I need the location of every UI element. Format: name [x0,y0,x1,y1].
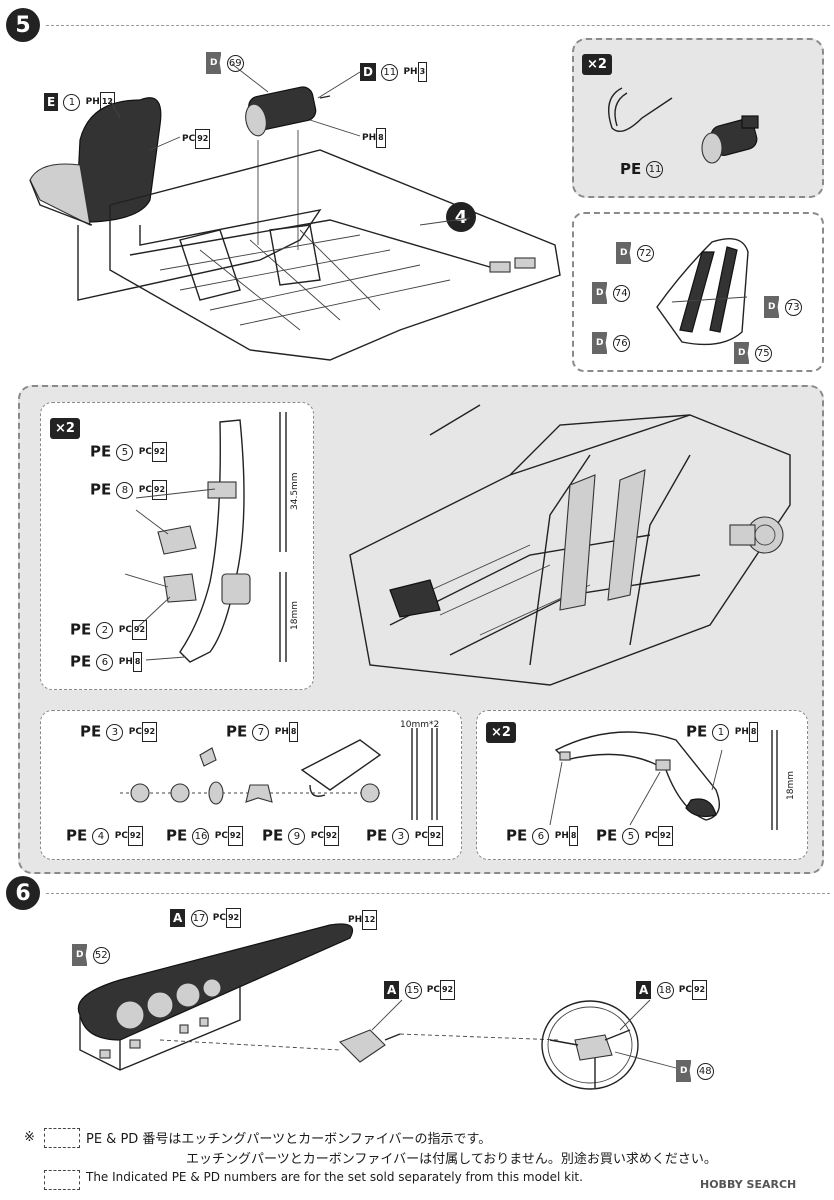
dashboard-wheel-drawing [77,923,677,1090]
seat-decal-73: D 73 [764,296,802,318]
buckle-dim: 10mm*2 [400,720,440,730]
footer-placeholder-box-1 [44,1128,80,1148]
wheel-decal-label: D 48 [676,1060,714,1082]
harness-drawing [124,412,287,663]
extinguisher-decal-label: D 69 [206,52,244,74]
footer-jp-line-2: エッチングパーツとカーボンファイバーは付属しておりません。別途お買い求めください… [186,1152,717,1167]
seat-decal-72: D 72 [616,242,654,264]
seat-decal-76: D 76 [592,332,630,354]
dash-decal-label: D 52 [72,944,110,966]
lap-belt-subpanel [476,710,808,860]
harness-badge: ×2 [50,418,80,439]
footer-en-line: The Indicated PE & PD numbers are for th… [86,1170,583,1184]
step-6-number: 6 [6,876,40,910]
step-5-number: 5 [6,8,40,42]
lap-belt-drawing [549,730,778,830]
inset-seat-drawing [656,238,749,346]
inset-extinguisher-badge: ×2 [582,54,612,75]
chassis-seat-drawing [29,63,561,361]
step-6-divider [46,893,830,894]
lap-belt-dim: 18mm [786,771,796,800]
inset-extinguisher-drawing [608,87,759,164]
interior-assembly-drawing [349,404,791,686]
watermark-logo: HOBBY SEARCH [700,1178,797,1191]
footer-note-mark: ※ [24,1130,35,1145]
lap-belt-badge: ×2 [486,722,516,743]
seat-decal-75: D 75 [734,342,772,364]
inset-extinguisher-pe-label: PE 11 [620,160,664,178]
harness-dim-long: 34.5mm [290,472,300,510]
footer-placeholder-box-2 [44,1170,80,1190]
step-5-divider [46,25,830,26]
seat-decal-74: D 74 [592,282,630,304]
footer-jp-line-1: PE & PD 番号はエッチングパーツとカーボンファイバーの指示です。 [86,1132,492,1147]
harness-dim-short: 18mm [290,601,300,630]
inset-extinguisher-panel [572,38,824,198]
buckle-drawing [120,728,438,820]
